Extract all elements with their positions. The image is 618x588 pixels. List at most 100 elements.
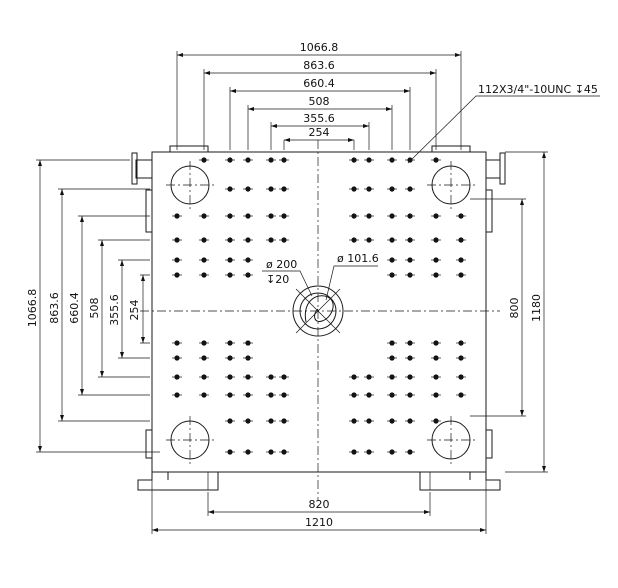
dimension-arrowhead xyxy=(38,446,42,452)
dim-left-355-6: 355.6 xyxy=(108,294,121,326)
mounting-hole xyxy=(225,374,235,380)
dim-bottom-1210: 1210 xyxy=(305,516,333,529)
mounting-hole xyxy=(387,418,397,424)
mounting-hole xyxy=(243,449,253,455)
mounting-hole-pattern xyxy=(172,157,466,455)
mounting-hole xyxy=(405,237,415,243)
mounting-hole xyxy=(225,272,235,278)
mounting-hole xyxy=(431,272,441,278)
dim-left-863-6: 863.6 xyxy=(48,292,61,324)
mounting-hole xyxy=(405,392,415,398)
dimension-arrowhead xyxy=(520,199,524,205)
center-hole-diameter: ø 101.6 xyxy=(337,252,379,265)
center-bore-diameter: ø 200 xyxy=(266,258,297,271)
mounting-hole xyxy=(349,213,359,219)
mounting-hole xyxy=(266,213,276,219)
mounting-hole xyxy=(387,157,397,163)
platen-outline xyxy=(131,145,506,491)
thread-callout-label: 112X3/4"-10UNC ↧45 xyxy=(478,83,598,96)
dimension-arrowhead xyxy=(38,160,42,166)
dimension-arrowhead xyxy=(60,189,64,195)
center-bore xyxy=(292,285,344,337)
dimension-arrowhead xyxy=(348,138,354,142)
mounting-hole xyxy=(266,392,276,398)
dimension-arrowhead xyxy=(363,124,369,128)
mounting-hole xyxy=(279,418,289,424)
thread-callout: 112X3/4"-10UNC ↧45 xyxy=(407,83,600,164)
dimension-arrowhead xyxy=(60,415,64,421)
dimension-arrowheads xyxy=(38,53,546,532)
dimension-arrowhead xyxy=(271,124,277,128)
mounting-hole xyxy=(199,213,209,219)
mounting-hole xyxy=(243,272,253,278)
mounting-hole xyxy=(456,355,466,361)
mounting-hole xyxy=(225,213,235,219)
dim-top-254: 254 xyxy=(309,126,330,139)
mounting-hole xyxy=(225,355,235,361)
mounting-hole xyxy=(266,157,276,163)
mounting-hole xyxy=(405,418,415,424)
dimension-arrowhead xyxy=(141,337,145,343)
mounting-hole xyxy=(349,392,359,398)
dimension-arrowhead xyxy=(120,260,124,266)
mounting-hole xyxy=(199,157,209,163)
mounting-hole xyxy=(172,213,182,219)
mounting-hole xyxy=(243,237,253,243)
mounting-hole xyxy=(225,237,235,243)
mounting-hole xyxy=(387,237,397,243)
mounting-hole xyxy=(387,340,397,346)
dimension-arrowhead xyxy=(248,107,254,111)
dimension-arrowhead xyxy=(480,528,486,532)
mounting-hole xyxy=(243,374,253,380)
mounting-hole xyxy=(405,340,415,346)
dimension-arrowhead xyxy=(80,216,84,222)
mounting-hole xyxy=(431,418,441,424)
dim-top-355-6: 355.6 xyxy=(303,112,335,125)
mounting-hole xyxy=(349,237,359,243)
dim-left-508: 508 xyxy=(88,298,101,319)
mounting-hole xyxy=(199,374,209,380)
mounting-hole xyxy=(349,157,359,163)
right-dimensions: 800 1180 xyxy=(470,151,548,473)
mounting-hole xyxy=(199,392,209,398)
dimension-arrowhead xyxy=(386,107,392,111)
mounting-hole xyxy=(243,213,253,219)
dim-left-1066-8: 1066.8 xyxy=(26,289,39,328)
mounting-hole xyxy=(279,449,289,455)
mounting-hole xyxy=(243,392,253,398)
mounting-hole xyxy=(199,355,209,361)
dim-top-508: 508 xyxy=(309,95,330,108)
center-bore-callout: ø 200 ↧20 xyxy=(262,258,313,297)
top-dimensions: 1066.8 863.6 660.4 508 355.6 254 xyxy=(176,41,462,150)
dimension-arrowhead xyxy=(424,510,430,514)
mounting-hole xyxy=(349,186,359,192)
dim-bottom-820: 820 xyxy=(309,498,330,511)
dimension-arrowhead xyxy=(177,53,183,57)
mounting-hole xyxy=(243,418,253,424)
mounting-hole xyxy=(225,157,235,163)
mounting-hole xyxy=(243,157,253,163)
dimension-arrowhead xyxy=(208,510,214,514)
mounting-hole xyxy=(172,374,182,380)
mounting-hole xyxy=(199,272,209,278)
mounting-hole xyxy=(387,449,397,455)
mounting-hole xyxy=(387,186,397,192)
mounting-hole xyxy=(405,355,415,361)
mounting-hole xyxy=(387,374,397,380)
mounting-hole xyxy=(405,374,415,380)
dimension-arrowhead xyxy=(430,71,436,75)
mounting-hole xyxy=(431,355,441,361)
left-dimensions: 1066.8 863.6 660.4 508 355.6 254 xyxy=(26,159,160,453)
mounting-hole xyxy=(364,449,374,455)
mounting-hole xyxy=(225,392,235,398)
mounting-hole xyxy=(456,392,466,398)
dimension-arrowhead xyxy=(284,138,290,142)
mounting-hole xyxy=(456,374,466,380)
mounting-hole xyxy=(387,392,397,398)
dimension-arrowhead xyxy=(141,275,145,281)
dimension-arrowhead xyxy=(404,89,410,93)
mounting-hole xyxy=(266,186,276,192)
mounting-hole xyxy=(364,374,374,380)
mounting-hole xyxy=(279,157,289,163)
mounting-hole xyxy=(279,237,289,243)
